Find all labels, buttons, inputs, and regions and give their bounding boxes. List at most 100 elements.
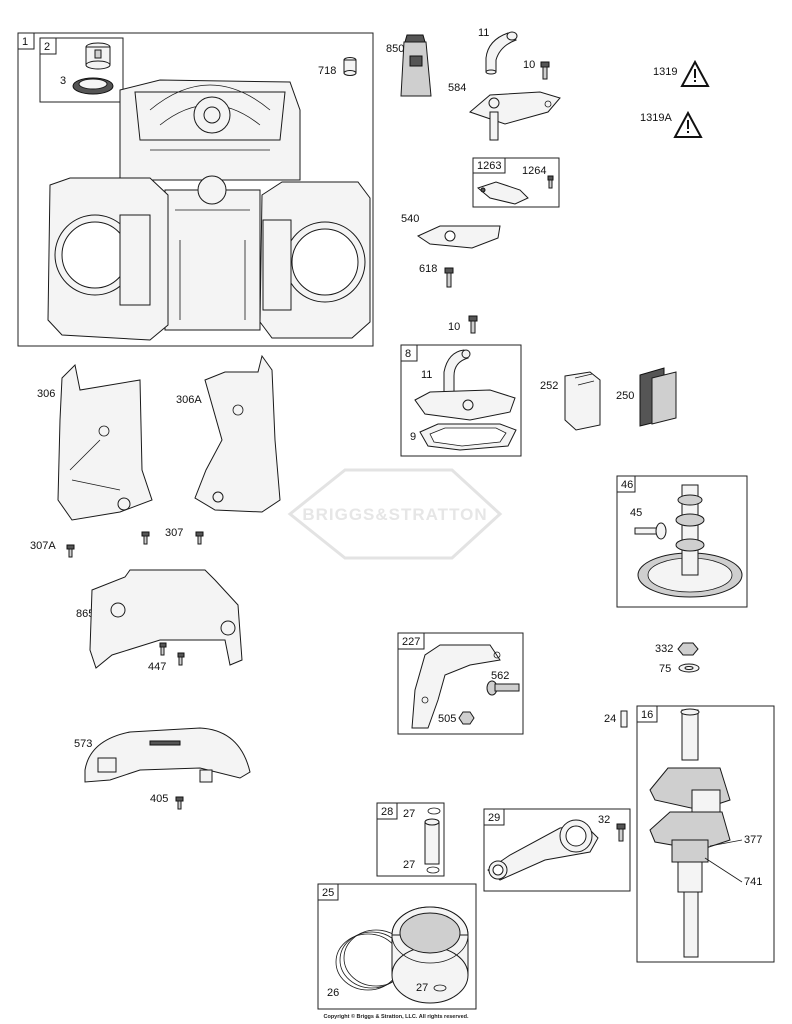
engine-block-group: 1 2 3 — [17, 32, 374, 347]
label-865: 865 — [76, 608, 94, 620]
label-850: 850 — [386, 43, 404, 55]
washer-75 — [678, 663, 700, 673]
warning-label-1319A — [673, 110, 703, 138]
connecting-rod-part — [487, 819, 599, 881]
label-9: 9 — [410, 431, 416, 443]
screw-307 — [141, 531, 204, 545]
label-10-upper: 10 — [523, 59, 535, 71]
label-16: 16 — [641, 709, 653, 721]
box-2 — [39, 37, 124, 103]
bolt-562 — [486, 680, 520, 696]
label-25: 25 — [322, 887, 334, 899]
label-405: 405 — [150, 793, 168, 805]
label-24: 24 — [604, 713, 616, 725]
label-1263: 1263 — [477, 160, 501, 172]
label-332: 332 — [655, 643, 673, 655]
dowel-pin-part — [343, 57, 357, 76]
key-24 — [620, 710, 628, 728]
box-227 — [397, 632, 524, 735]
crankshaft-part — [649, 708, 731, 958]
oil-seal-part — [72, 77, 114, 95]
label-1264: 1264 — [522, 165, 546, 177]
label-27-upper: 27 — [403, 808, 415, 820]
engine-block-part — [47, 79, 371, 341]
camshaft-part — [634, 484, 743, 598]
label-32: 32 — [598, 814, 610, 826]
watermark-text: BRIGGS&STRATTON — [302, 505, 487, 524]
box-25 — [317, 883, 477, 1010]
label-27-lower: 27 — [403, 859, 415, 871]
breather-assembly-part — [414, 349, 516, 421]
label-3: 3 — [60, 75, 66, 87]
label-2: 2 — [44, 41, 50, 53]
label-540: 540 — [401, 213, 419, 225]
label-27-piston: 27 — [416, 982, 428, 994]
label-250: 250 — [616, 390, 634, 402]
label-584: 584 — [448, 82, 466, 94]
label-227: 227 — [402, 636, 420, 648]
box-29 — [483, 808, 631, 892]
label-562: 562 — [491, 670, 509, 682]
brand-watermark: BRIGGS&STRATTON — [287, 468, 503, 560]
nut-505 — [458, 711, 475, 725]
label-1319: 1319 — [653, 66, 677, 78]
label-573: 573 — [74, 738, 92, 750]
breather-tube-part — [485, 31, 518, 75]
label-307A: 307A — [30, 540, 56, 552]
box-46 — [616, 475, 748, 608]
air-filter-252 — [564, 371, 601, 431]
sealant-tube-part — [400, 34, 432, 97]
label-618: 618 — [419, 263, 437, 275]
label-306A: 306A — [176, 394, 202, 406]
label-75: 75 — [659, 663, 671, 675]
gasket-9 — [419, 423, 517, 451]
wrist-pin-part — [424, 807, 441, 874]
pre-cleaner-250 — [639, 367, 677, 427]
box-28 — [376, 802, 445, 877]
piston-part — [391, 906, 469, 1004]
screw-307A — [66, 544, 75, 558]
breather-cover-part — [469, 91, 561, 141]
label-505: 505 — [438, 713, 456, 725]
label-377: 377 — [744, 834, 762, 846]
screw-10-lower — [468, 315, 478, 334]
label-1: 1 — [22, 36, 28, 48]
copyright-text: Copyright © Briggs & Stratton, LLC. All … — [323, 1013, 469, 1020]
nut-332 — [677, 642, 699, 656]
label-26: 26 — [327, 987, 339, 999]
box-1 — [17, 32, 374, 347]
label-46: 46 — [621, 479, 633, 491]
reed-valve-part — [476, 175, 554, 205]
label-10-lower: 10 — [448, 321, 460, 333]
blower-housing-573 — [84, 727, 251, 783]
shroud-306A — [194, 354, 281, 513]
label-741: 741 — [744, 876, 762, 888]
label-718: 718 — [318, 65, 336, 77]
box-16 — [636, 705, 775, 963]
screw-405 — [175, 796, 184, 810]
label-447: 447 — [148, 661, 166, 673]
label-8: 8 — [405, 348, 411, 360]
baffle-865 — [89, 569, 243, 669]
label-29: 29 — [488, 812, 500, 824]
box-1263 — [472, 157, 560, 208]
label-11-upper: 11 — [478, 27, 489, 39]
gasket-540 — [416, 225, 501, 249]
bushing-part — [85, 42, 111, 70]
label-11-box8: 11 — [421, 369, 432, 381]
screw-32 — [616, 823, 626, 842]
screw-447 — [159, 642, 185, 666]
label-252: 252 — [540, 380, 558, 392]
box-8 — [400, 344, 522, 457]
governor-bracket-part — [411, 644, 501, 729]
warning-label-1319 — [680, 59, 710, 87]
label-306: 306 — [37, 388, 55, 400]
label-307: 307 — [165, 527, 183, 539]
screw-618 — [444, 267, 454, 288]
label-28: 28 — [381, 806, 393, 818]
shroud-306 — [57, 363, 153, 521]
screw-10-upper — [540, 61, 550, 80]
label-45: 45 — [630, 507, 642, 519]
label-1319A: 1319A — [640, 112, 672, 124]
